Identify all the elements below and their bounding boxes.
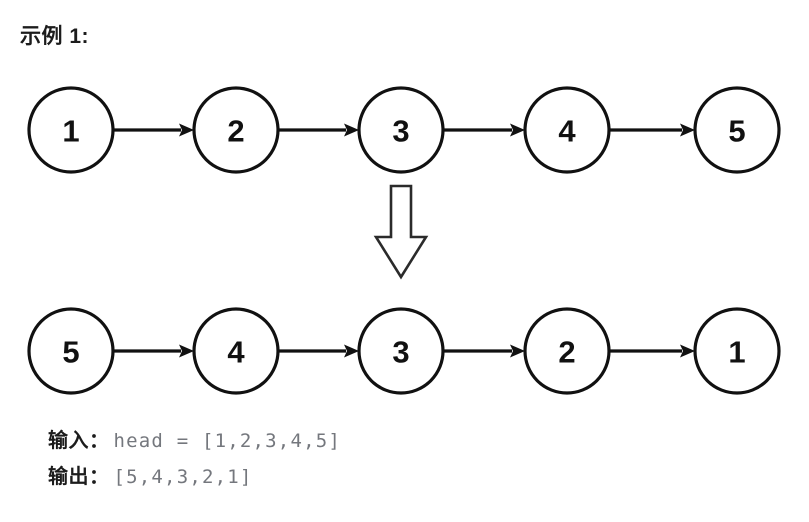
connector-arrowhead-icon [680,344,695,358]
linked-list-row-output: 5 4 3 2 1 [27,307,781,395]
node-circle [357,86,445,174]
list-connector [113,123,194,137]
io-block: 输入： head = [1,2,3,4,5] 输出： [5,4,3,2,1] [48,424,788,496]
connector-arrowhead-icon [510,123,525,137]
connector-arrowhead-icon [510,344,525,358]
node-value: 5 [62,335,79,370]
list-node: 2 [192,86,280,174]
list-node: 1 [27,86,115,174]
node-value: 1 [728,335,745,370]
page-title: 示例 1: [20,25,90,48]
list-connector [443,123,525,137]
list-node: 4 [523,86,611,174]
list-node: 1 [693,307,781,395]
list-connector [609,344,695,358]
connector-arrowhead-icon [344,344,359,358]
node-circle [192,86,280,174]
input-label: 输入： [48,430,110,452]
io-line-output: 输出： [5,4,3,2,1] [48,460,788,496]
connector-arrowhead-icon [179,123,194,137]
list-node: 5 [693,86,781,174]
node-value: 4 [227,335,245,370]
io-line-input: 输入： head = [1,2,3,4,5] [48,424,788,460]
input-value: head = [1,2,3,4,5] [113,430,342,452]
node-circle [27,307,115,395]
node-value: 5 [728,114,745,149]
node-value: 2 [558,335,575,370]
transform-arrow-group [373,184,429,280]
node-circle [523,86,611,174]
node-circle [357,307,445,395]
list-connector [443,344,525,358]
list-connector [278,344,359,358]
list-node: 5 [27,307,115,395]
output-label: 输出： [48,466,110,488]
linked-list-diagram: 1 2 3 4 5 5 4 3 2 1 [27,86,781,395]
transform-down-arrow-icon [373,184,429,280]
list-connector [609,123,695,137]
node-value: 1 [62,114,79,149]
connector-arrowhead-icon [179,344,194,358]
node-circle [192,307,280,395]
list-node: 3 [357,86,445,174]
node-circle [693,307,781,395]
node-circle [27,86,115,174]
list-connector [278,123,359,137]
list-node: 4 [192,307,280,395]
connector-arrowhead-icon [344,123,359,137]
connector-arrowhead-icon [680,123,695,137]
output-value: [5,4,3,2,1] [113,466,253,488]
node-value: 3 [392,335,409,370]
list-node: 3 [357,307,445,395]
node-value: 2 [227,114,244,149]
node-circle [523,307,611,395]
node-value: 4 [558,114,576,149]
node-value: 3 [392,114,409,149]
linked-list-row-input: 1 2 3 4 5 [27,86,781,174]
list-node: 2 [523,307,611,395]
node-circle [693,86,781,174]
list-connector [113,344,194,358]
